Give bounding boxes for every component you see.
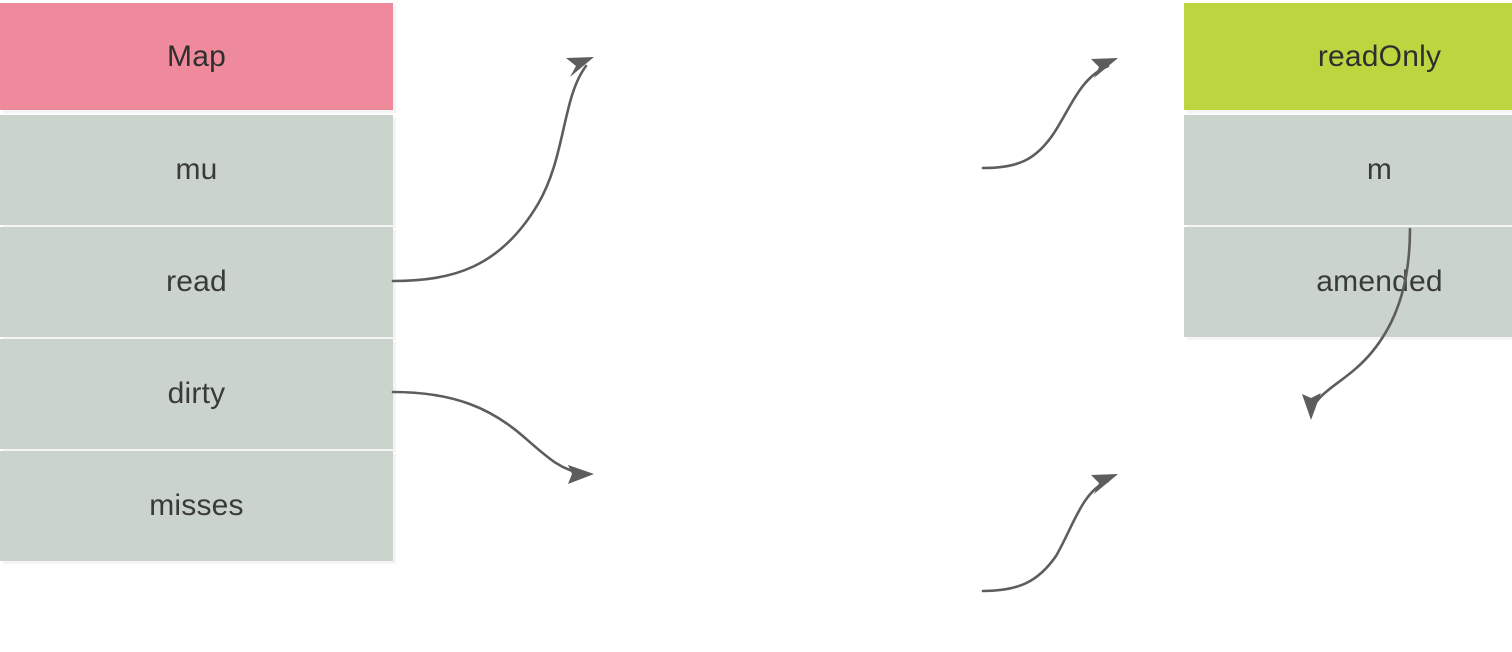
node-map-bottom: map key *entry [592, 418, 983, 646]
readonly-struct-field-amended: amended [1184, 227, 1512, 337]
edge-dirty-to-map-bottom [391, 390, 594, 484]
edge-read-to-readonly [391, 57, 594, 283]
node-entry-struct: entry p [1116, 418, 1508, 634]
map-struct-field-misses: misses [0, 451, 393, 561]
node-readonly-struct: readOnly m amended [592, 0, 1512, 337]
readonly-struct-field-m: m [1184, 115, 1512, 225]
readonly-struct-header: readOnly [1184, 3, 1512, 110]
map-struct-field-read: read [0, 227, 393, 337]
map-struct-field-dirty: dirty [0, 339, 393, 449]
node-map-struct: Map mu read dirty misses [0, 0, 393, 561]
node-map-top: map key *entry [1116, 0, 1508, 230]
map-struct-header: Map [0, 3, 393, 110]
map-struct-field-mu: mu [0, 115, 393, 225]
edge-m-to-map-top [981, 58, 1118, 170]
edge-bottom-entry-to-entry [981, 474, 1118, 593]
